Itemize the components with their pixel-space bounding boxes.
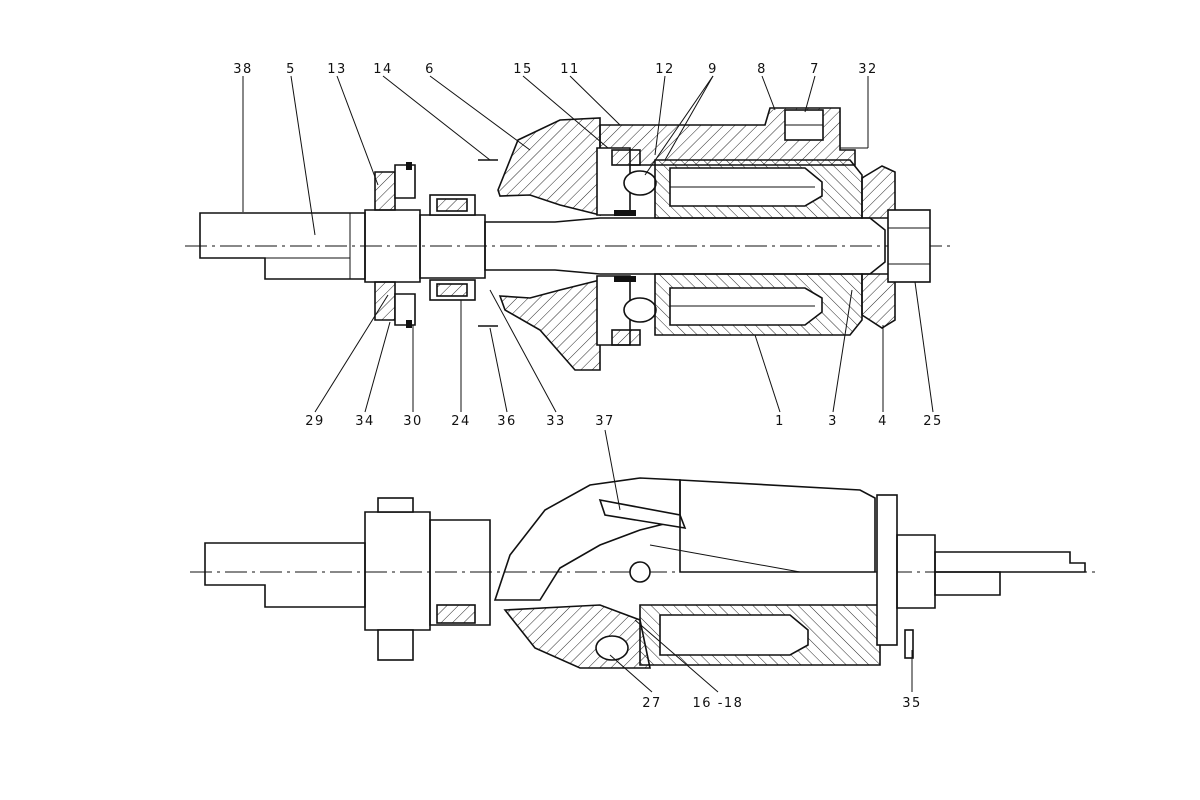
label-35: 35 bbox=[902, 696, 922, 711]
label-33: 33 bbox=[546, 414, 566, 429]
label-14: 14 bbox=[373, 62, 393, 77]
label-6: 6 bbox=[425, 62, 435, 77]
label-25: 25 bbox=[923, 414, 943, 429]
label-36: 36 bbox=[497, 414, 517, 429]
label-27: 27 bbox=[642, 696, 662, 711]
part-number-labels: 38 5 13 14 6 15 11 12 9 8 7 32 29 34 30 … bbox=[233, 62, 943, 711]
label-12: 12 bbox=[655, 62, 675, 77]
label-13: 13 bbox=[327, 62, 347, 77]
label-1: 1 bbox=[775, 414, 785, 429]
top-leader-lines bbox=[242, 75, 934, 413]
label-16-18: 16 -18 bbox=[693, 696, 744, 711]
label-29: 29 bbox=[305, 414, 325, 429]
label-9: 9 bbox=[708, 62, 718, 77]
label-7: 7 bbox=[810, 62, 820, 77]
label-34: 34 bbox=[355, 414, 375, 429]
label-37: 37 bbox=[595, 414, 615, 429]
label-11: 11 bbox=[560, 62, 580, 77]
bottom-leader-lines bbox=[604, 429, 913, 693]
label-32: 32 bbox=[858, 62, 878, 77]
label-24: 24 bbox=[451, 414, 471, 429]
label-15: 15 bbox=[513, 62, 533, 77]
label-4: 4 bbox=[878, 414, 888, 429]
label-8: 8 bbox=[757, 62, 767, 77]
label-5: 5 bbox=[286, 62, 296, 77]
top-section-view bbox=[185, 107, 950, 371]
label-3: 3 bbox=[828, 414, 838, 429]
label-30: 30 bbox=[403, 414, 423, 429]
label-38: 38 bbox=[233, 62, 253, 77]
bottom-external-view bbox=[190, 477, 1100, 669]
